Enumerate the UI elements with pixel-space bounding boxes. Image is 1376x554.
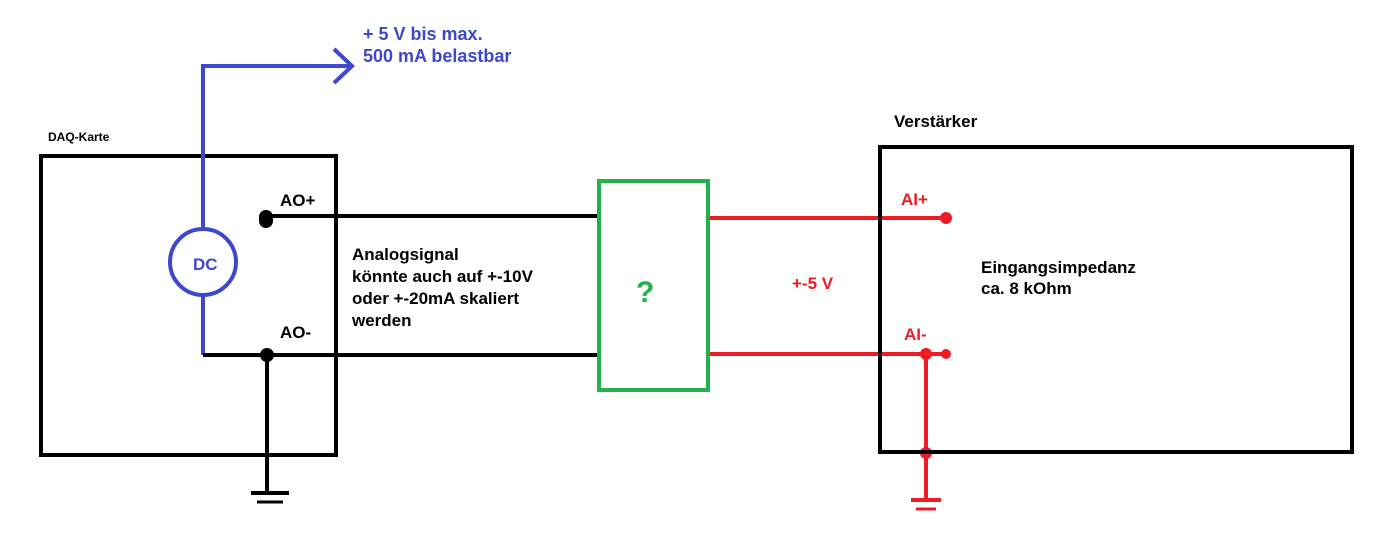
amplifier-box	[878, 145, 1354, 454]
dc-output-arrow-icon	[332, 47, 355, 85]
ai-minus-label: AI-	[904, 325, 927, 344]
amplifier-title: Verstärker	[894, 112, 978, 131]
link-voltage-label: +-5 V	[792, 274, 834, 293]
ao-plus-label: AO+	[280, 191, 316, 210]
ai-plus-label: AI+	[901, 190, 928, 209]
dc-supply: DC + 5 V bis max. 500 mA belastbar	[168, 24, 511, 355]
converter-box	[597, 179, 710, 392]
signal-note-line1: Analogsignal	[352, 245, 459, 264]
ao-minus-label: AO-	[280, 323, 311, 342]
analog-signal-note: Analogsignal könnte auch auf +-10V oder …	[351, 245, 534, 330]
ai-plus-terminal	[940, 212, 952, 224]
daq-card-title: DAQ-Karte	[48, 130, 110, 144]
signal-note-line2: könnte auch auf +-10V	[352, 267, 534, 286]
daq-card-box	[39, 154, 338, 457]
signal-note-line4: werden	[351, 311, 412, 330]
converter-label: ?	[636, 276, 654, 309]
dc-output-wire	[201, 64, 352, 230]
impedance-line1: Eingangsimpedanz	[981, 258, 1136, 277]
ai-minus-terminal	[941, 349, 951, 359]
dc-output-spec-line1: + 5 V bis max.	[363, 24, 483, 44]
impedance-line2: ca. 8 kOhm	[981, 279, 1072, 298]
amplifier-input-wiring: AI+ AI- +-5 V	[710, 190, 952, 511]
dc-source-label: DC	[193, 255, 218, 274]
signal-note-line3: oder +-20mA skaliert	[352, 289, 519, 308]
dc-output-spec-line2: 500 mA belastbar	[363, 46, 511, 66]
analog-output-wiring: AO+ AO-	[203, 191, 600, 504]
ao-plus-terminal	[259, 210, 273, 228]
